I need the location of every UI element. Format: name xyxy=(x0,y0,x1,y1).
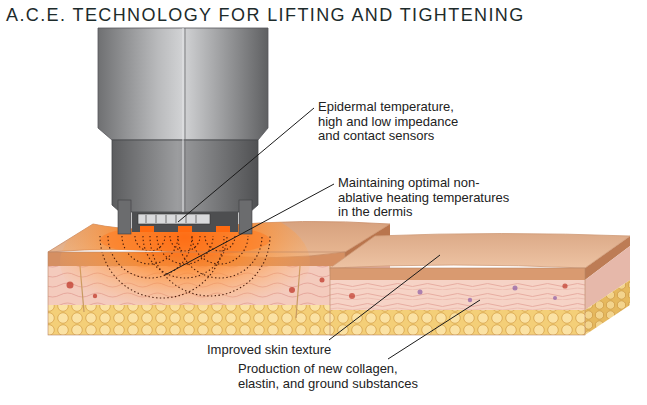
skin-block-result xyxy=(330,234,630,336)
leader-line xyxy=(388,300,480,359)
blood-vessels xyxy=(349,283,568,299)
rf-handpiece xyxy=(98,28,268,234)
callout-box: Maintaining optimal non-ablative heating… xyxy=(338,176,516,220)
new-collagen-cells xyxy=(418,286,558,303)
callout-label: Maintaining optimal non-ablative heating… xyxy=(338,176,516,220)
callout-box: Production of new collagen, elastin, and… xyxy=(238,362,438,391)
leader-line xyxy=(165,184,334,275)
title-box: A.C.E. TECHNOLOGY FOR LIFTING AND TIGHTE… xyxy=(6,4,525,26)
diagram-title: A.C.E. TECHNOLOGY FOR LIFTING AND TIGHTE… xyxy=(6,4,525,26)
rf-field-arcs xyxy=(100,236,270,298)
dermis-layer xyxy=(330,280,585,310)
callout-label: Improved skin texture xyxy=(207,343,331,358)
leader-line xyxy=(178,108,314,222)
heat-zone xyxy=(60,200,310,324)
leader-line xyxy=(329,255,440,340)
callout-label: Production of new collagen, elastin, and… xyxy=(238,362,438,391)
skin-surface xyxy=(330,234,630,269)
electrode-tips xyxy=(140,226,230,232)
fat-layer xyxy=(330,310,585,335)
callout-box: Epidermal temperature, high and low impe… xyxy=(318,100,474,144)
callout-label: Epidermal temperature, high and low impe… xyxy=(318,100,474,144)
epidermis-layer xyxy=(330,268,585,280)
fat-side xyxy=(585,280,630,335)
callout-box: Improved skin texture xyxy=(207,343,331,358)
sensor-window xyxy=(138,214,210,224)
